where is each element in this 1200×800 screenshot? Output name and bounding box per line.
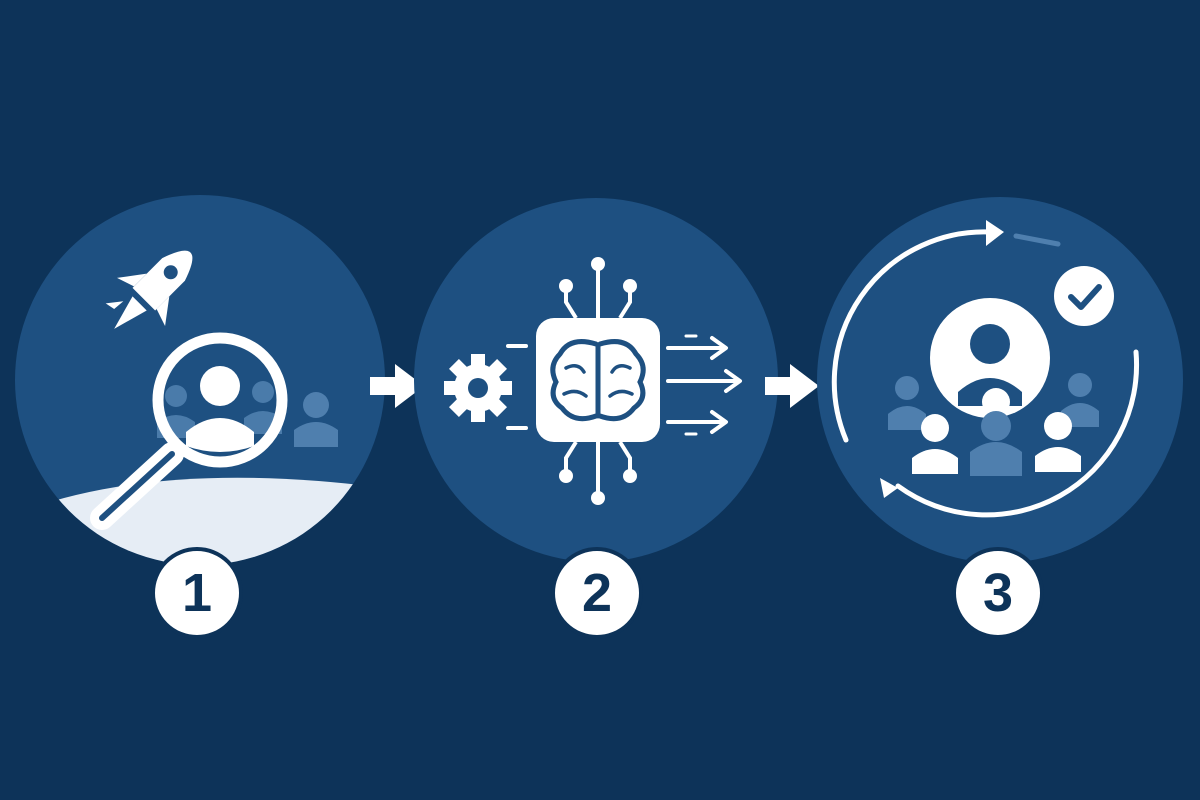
cycle-arrowhead-top bbox=[986, 220, 1004, 246]
step-2 bbox=[414, 198, 778, 562]
output-arrows-icon bbox=[666, 334, 742, 436]
step-number-1: 1 bbox=[151, 547, 243, 639]
team-icon bbox=[888, 373, 1099, 476]
cycle-arrowhead-bottom bbox=[880, 478, 898, 498]
magnifier-icon bbox=[90, 332, 288, 530]
step-number-2: 2 bbox=[551, 547, 643, 639]
arrow-right-icon bbox=[370, 364, 424, 408]
step-1 bbox=[15, 195, 385, 565]
gear-icon bbox=[444, 354, 512, 422]
brain-chip-icon bbox=[536, 257, 660, 505]
user-icon bbox=[186, 366, 254, 452]
arrow-right-icon bbox=[765, 364, 819, 408]
checkmark-badge-icon bbox=[1054, 266, 1114, 326]
step-number-3: 3 bbox=[952, 547, 1044, 639]
cycle-arrows-icon bbox=[831, 229, 1140, 518]
step-3 bbox=[817, 197, 1183, 563]
gear-link bbox=[506, 344, 528, 430]
rocket-icon bbox=[105, 250, 193, 329]
step-1-circle bbox=[15, 195, 385, 565]
